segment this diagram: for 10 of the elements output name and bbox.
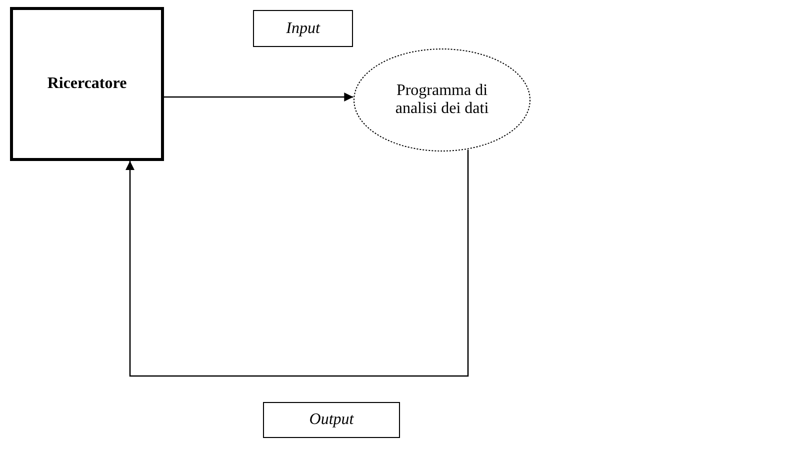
node-text: Programma di analisi dei dati — [394, 82, 490, 118]
node-text: Output — [309, 411, 354, 429]
label-box — [253, 10, 353, 47]
label-box — [263, 402, 400, 438]
arrow — [126, 150, 469, 377]
arrow — [164, 92, 354, 102]
actor-name: Ricercatore — [47, 75, 127, 93]
actor-box — [10, 7, 164, 161]
node-text: Input — [286, 20, 320, 38]
process-ellipse — [353, 48, 531, 152]
